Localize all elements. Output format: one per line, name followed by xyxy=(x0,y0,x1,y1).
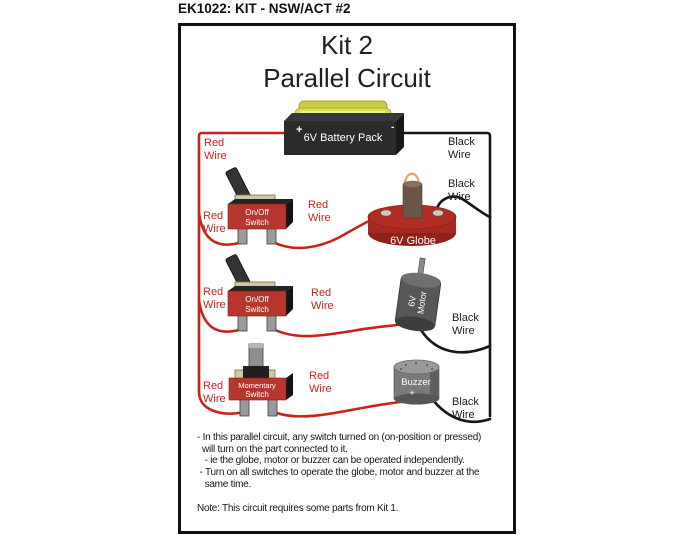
black-wire-spine xyxy=(394,131,492,418)
switch1-body xyxy=(227,203,287,230)
switch3-label-line1: Momentary xyxy=(238,381,276,390)
switch1-label-line1: On/Off xyxy=(245,208,269,217)
buzzer-plus: + xyxy=(409,388,414,398)
black-wire-motor xyxy=(419,328,492,354)
red-wire-label-switch3-left: Red Wire xyxy=(203,380,226,405)
battery-front-face xyxy=(284,121,396,155)
motor: 6V Motor xyxy=(394,257,442,332)
black-wire-label-battery: Black Wire xyxy=(448,136,475,161)
switch2-label-line2: Switch xyxy=(245,305,269,314)
switch1-label-line2: Switch xyxy=(245,218,269,227)
page-title: EK1022: KIT - NSW/ACT #2 xyxy=(178,1,351,16)
red-wire-spine xyxy=(197,131,286,415)
globe-label: 6V Globe xyxy=(390,235,436,247)
switch1-leg-right xyxy=(266,227,277,245)
diagram-subtitle: Parallel Circuit xyxy=(263,63,431,93)
red-wire-switch2-to-motor xyxy=(271,322,406,338)
switch3-button-top xyxy=(249,344,263,348)
globe-terminal-left xyxy=(380,209,392,217)
buzzer-vent-dot xyxy=(431,368,433,370)
switch3-leg-left xyxy=(239,398,250,417)
note-line: will turn on the part connected to it. xyxy=(197,443,348,455)
toggle-switch-1: On/Off Switch xyxy=(225,167,293,245)
red-wire-branch-switch1 xyxy=(197,211,244,246)
red-wire-label-switch2-left: Red Wire xyxy=(203,286,226,311)
buzzer-vent-dot xyxy=(405,364,407,366)
note-line: same time. xyxy=(197,478,252,490)
buzzer-vent-dot xyxy=(426,364,428,366)
motor-label-line2: Motor xyxy=(415,290,428,314)
globe: 6V Globe xyxy=(367,172,457,247)
globe-bulb-top xyxy=(403,180,422,188)
battery-top-face xyxy=(284,113,404,121)
note-kit1: Note: This circuit requires some parts f… xyxy=(197,502,399,514)
globe-bulb xyxy=(402,183,423,219)
switch3-right-face xyxy=(286,373,293,400)
switch3-leg-right xyxy=(267,398,278,417)
red-wire-label-switch1-right: Red Wire xyxy=(308,199,331,224)
red-wire-label-battery: Red Wire xyxy=(204,137,227,162)
red-wire-label-switch2-right: Red Wire xyxy=(311,287,334,312)
momentary-switch: Momentary Switch xyxy=(228,343,293,417)
black-wire-globe xyxy=(434,195,492,219)
switch1-top-face xyxy=(228,199,293,204)
globe-terminal-right xyxy=(432,209,444,217)
battery-pack: + 6V Battery Pack - xyxy=(284,100,404,155)
diagram-frame: Kit 2 Parallel Circuit xyxy=(178,23,516,534)
switch3-button-base xyxy=(243,366,269,378)
motor-label-line1: 6V xyxy=(406,295,417,307)
buzzer: Buzzer + xyxy=(393,359,440,405)
motor-bottom-cap xyxy=(395,316,435,332)
red-wire-switch3-to-buzzer xyxy=(275,398,421,418)
wires xyxy=(197,131,492,424)
buzzer-body-shade xyxy=(430,367,439,399)
note-line: - Turn on all switches to operate the gl… xyxy=(197,467,480,479)
buzzer-bottom-cap xyxy=(394,393,439,405)
red-wire-branch-switch2 xyxy=(197,298,244,333)
motor-top-cap xyxy=(401,272,441,288)
switch2-label-line1: On/Off xyxy=(245,295,269,304)
note-line: - ie the globe, motor or buzzer can be o… xyxy=(197,455,465,467)
red-wire-label-switch3-right: Red Wire xyxy=(309,370,332,395)
switch2-right-face xyxy=(286,286,293,316)
buzzer-vent-dot xyxy=(415,362,417,364)
switch2-body xyxy=(227,290,287,317)
notes-block: - In this parallel circuit, any switch t… xyxy=(197,432,481,514)
black-wire-label-globe: Black Wire xyxy=(448,178,475,203)
buzzer-label: Buzzer xyxy=(401,377,431,388)
switch3-body xyxy=(228,377,287,401)
black-wire-label-motor: Black Wire xyxy=(452,312,479,337)
black-wire-buzzer xyxy=(430,397,492,424)
red-wire-label-switch1-left: Red Wire xyxy=(203,210,226,235)
switch2-leg-right xyxy=(266,314,277,332)
switch2-top-face xyxy=(228,286,293,291)
switch2-leg-left xyxy=(237,314,248,332)
switch1-leg-left xyxy=(237,227,248,245)
note-line: - In this parallel circuit, any switch t… xyxy=(197,432,482,443)
toggle-switch-2: On/Off Switch xyxy=(225,254,293,332)
battery-plus-terminal: + xyxy=(296,124,302,136)
battery-label: 6V Battery Pack xyxy=(304,132,383,144)
buzzer-top-cap xyxy=(393,359,440,375)
diagram-title: Kit 2 xyxy=(320,30,374,60)
switch3-label-line2: Switch xyxy=(245,390,269,399)
switch1-right-face xyxy=(286,199,293,229)
battery-right-face xyxy=(396,113,404,155)
black-wire-label-buzzer: Black Wire xyxy=(452,396,479,421)
buzzer-vent-dot xyxy=(400,368,402,370)
battery-minus-terminal: - xyxy=(391,122,394,133)
